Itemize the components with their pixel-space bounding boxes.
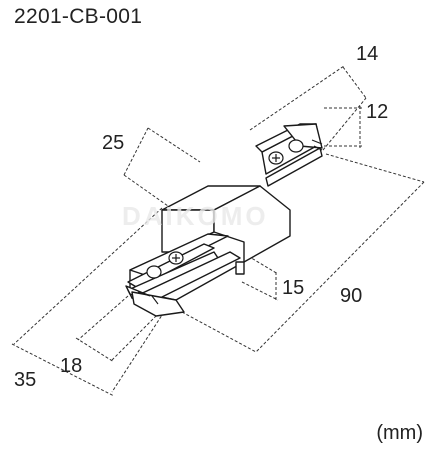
dimension-label-12: 12 [366, 101, 389, 123]
dim-line-14-right [322, 97, 367, 151]
dim-ext-25-bottom [123, 174, 169, 207]
dim-ext-15-top [247, 255, 279, 275]
dimension-label-25: 25 [102, 132, 125, 154]
model-number: 2201-CB-001 [14, 5, 143, 28]
dim-ext-90-right [325, 153, 425, 183]
hole-left [146, 265, 162, 279]
unit-label: (mm) [376, 422, 423, 444]
dim-line-14-left [249, 65, 345, 131]
dimension-label-18: 18 [60, 355, 83, 377]
dim-line-14 [342, 66, 367, 99]
dim-ext-18-left [77, 295, 129, 341]
dim-ext-25-top [147, 127, 201, 163]
dim-ext-90-left [181, 311, 257, 353]
hole-right [288, 139, 304, 153]
end-details [137, 139, 323, 305]
watermark-logo: DAIKOMO [122, 201, 269, 231]
dimension-lines [11, 65, 425, 397]
dim-ext-35-left [13, 207, 163, 345]
dim-ext-15-bottom [241, 281, 279, 301]
dim-line-18 [75, 337, 115, 363]
dimension-label-15: 15 [282, 277, 305, 299]
dim-ext-18-right [111, 311, 161, 361]
dimension-label-35: 35 [14, 369, 37, 391]
dim-ext-35-right [111, 311, 165, 393]
dim-line-35 [11, 343, 115, 397]
dimension-label-14: 14 [356, 43, 379, 65]
fasteners [146, 139, 304, 279]
dim-line-25 [123, 127, 149, 176]
dimension-label-90: 90 [340, 285, 363, 307]
